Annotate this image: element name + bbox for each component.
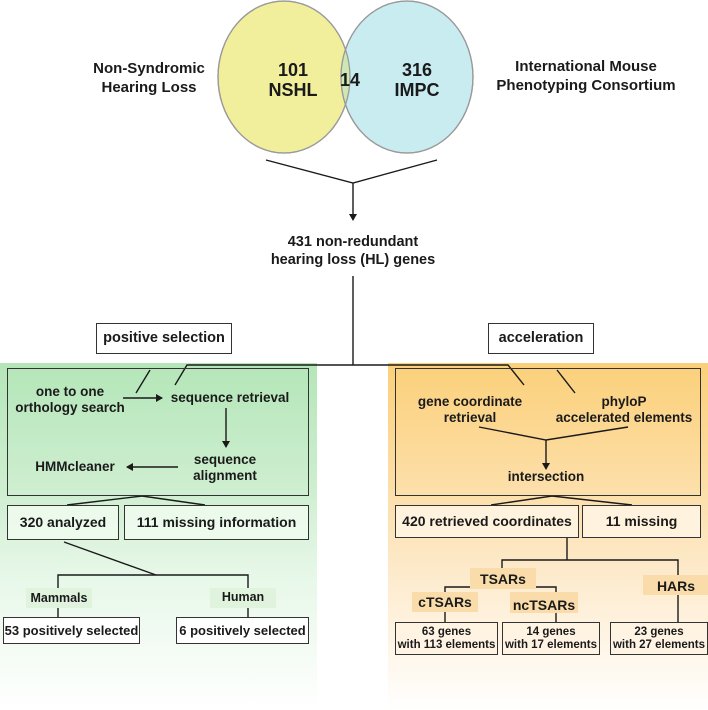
venn-impc-value: 316 IMPC [394, 60, 440, 100]
ctsars-result-box: 63 genes with 113 elements [395, 622, 498, 655]
group-ctsars: cTSARs [418, 594, 472, 610]
group-mammals: Mammals [30, 591, 88, 605]
group-hars: HARs [656, 578, 696, 594]
missing-box: 11 missing [582, 505, 701, 538]
analyzed-box: 320 analyzed [7, 505, 119, 540]
summary-text: 431 non-redundant hearing loss (HL) gene… [270, 234, 436, 268]
step-orthology-search: one to one orthology search [15, 384, 125, 415]
positive-selection-title: positive selection [96, 323, 232, 354]
step-intersection: intersection [507, 469, 585, 484]
missing-information-box: 111 missing information [124, 505, 309, 540]
positive-selection-pipeline-box [7, 368, 309, 496]
nctsars-result-box: 14 genes with 17 elements [502, 622, 600, 655]
group-tsars: TSARs [480, 571, 526, 587]
cTSARs-label-band [412, 592, 478, 612]
venn-right-label: International Mouse Phenotyping Consorti… [496, 58, 676, 94]
group-human: Human [221, 590, 265, 604]
hars-label-band [643, 575, 708, 595]
group-nctsars: ncTSARs [512, 597, 576, 613]
acceleration-title: acceleration [488, 323, 594, 354]
human-result-box: 6 positively selected [176, 617, 309, 644]
mammals-result-box: 53 positively selected [3, 617, 140, 644]
mammals-label-band [26, 588, 92, 608]
step-hmmcleaner: HMMcleaner [35, 459, 115, 474]
step-sequence-retrieval: sequence retrieval [170, 390, 290, 405]
tsars-label-band [470, 568, 536, 589]
venn-merge-line [265, 159, 438, 184]
hars-result-box: 23 genes with 27 elements [610, 622, 708, 655]
step-sequence-alignment: sequence alignment [193, 452, 257, 483]
step-phylop-elements: phyloP accelerated elements [555, 394, 693, 425]
acceleration-pipeline-box [395, 368, 701, 496]
venn-nshl-value: 101 NSHL [268, 60, 318, 100]
human-label-band [210, 588, 276, 608]
retrieved-coordinates-box: 420 retrieved coordinates [395, 505, 579, 538]
venn-left-label: Non-Syndromic Hearing Loss [93, 60, 205, 96]
ncTSARs-label-band [510, 592, 578, 613]
venn-overlap-value: 14 [339, 70, 361, 90]
step-gene-coordinate-retrieval: gene coordinate retrieval [417, 394, 523, 425]
